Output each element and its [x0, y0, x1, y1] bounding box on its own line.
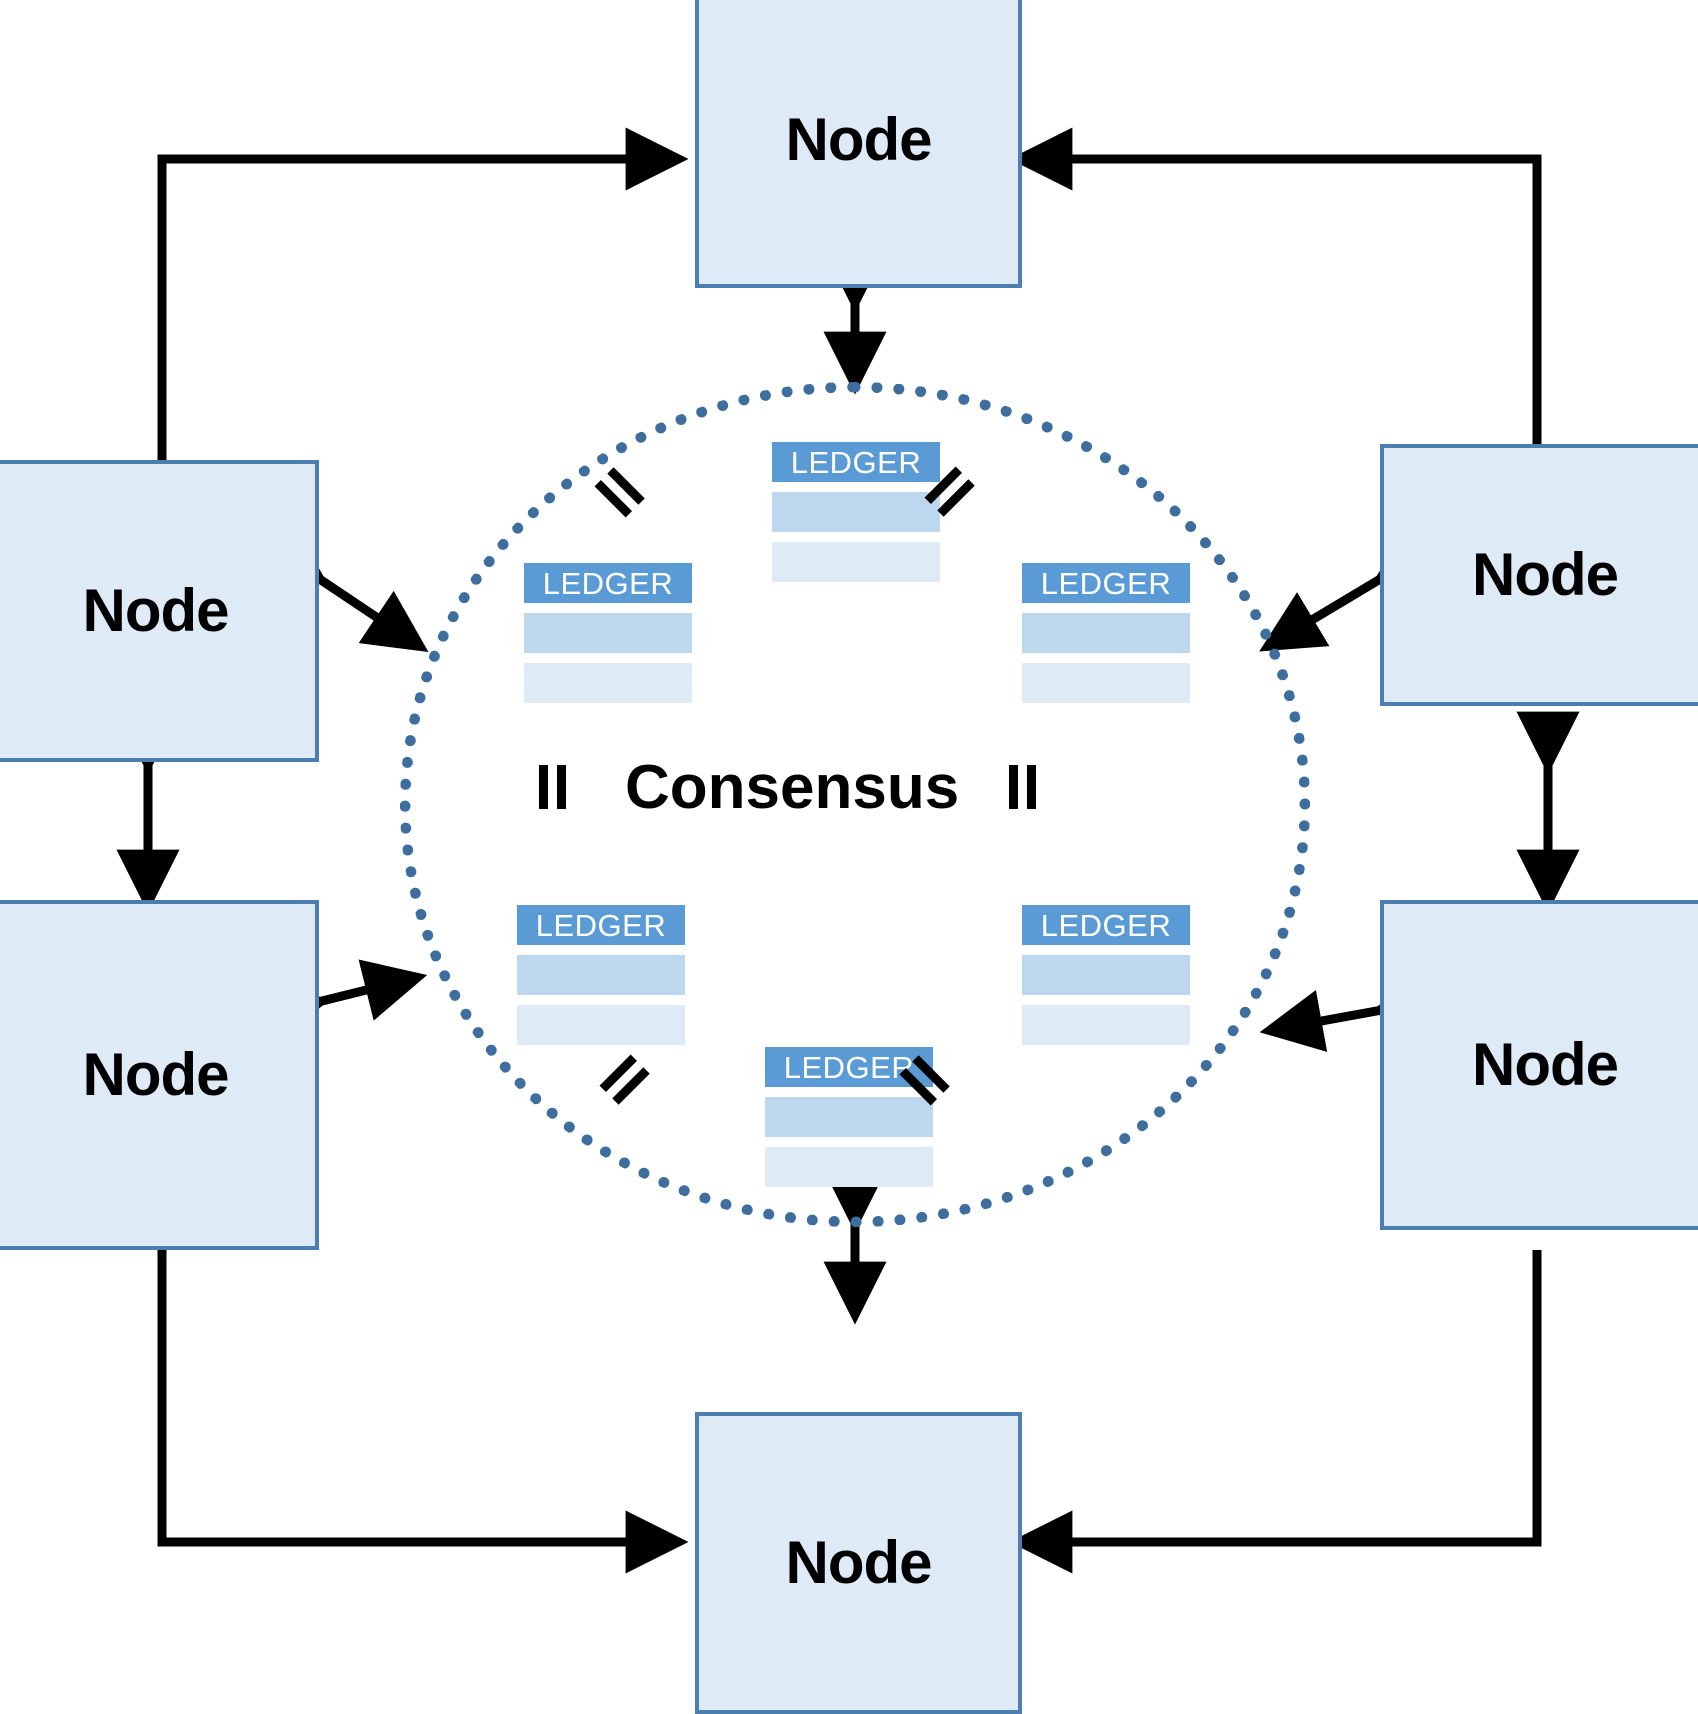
arrow-leftlower-to-bottom [157, 1250, 689, 1574]
ledger-row-2 [1022, 1005, 1190, 1045]
ledger-header-label: LEDGER [1040, 907, 1172, 943]
ledger-row-2 [517, 1005, 685, 1045]
ledger-header-label: LEDGER [535, 907, 667, 943]
ledger-row-2 [772, 542, 940, 582]
arrow-rightlower-to-bottom [1009, 1250, 1542, 1574]
node-box-right-upper[interactable]: Node [1380, 444, 1698, 706]
arrow-rightupper-to-top [1009, 127, 1542, 460]
equals-mark-mid-right-icon [1003, 765, 1043, 809]
ledger-stack-right-lower[interactable]: LEDGER [1022, 905, 1190, 1045]
ledger-stack-left-upper[interactable]: LEDGER [524, 563, 692, 703]
node-box-left-lower[interactable]: Node [0, 900, 319, 1250]
ledger-header: LEDGER [1022, 563, 1190, 603]
arrow-rightupper-to-circle [1259, 525, 1442, 652]
node-label: Node [82, 1041, 230, 1108]
node-box-top[interactable]: Node [695, 0, 1022, 288]
node-label: Node [82, 577, 230, 644]
ledger-stack-right-upper[interactable]: LEDGER [1022, 563, 1190, 703]
ledger-row-1 [524, 613, 692, 653]
ledger-row-1 [1022, 613, 1190, 653]
equals-mark-mid-left-icon [533, 765, 573, 809]
node-label: Node [785, 106, 933, 173]
arrow-leftupper-to-circle [258, 523, 429, 653]
ledger-row-1 [772, 492, 940, 532]
ledger-row-2 [765, 1147, 933, 1187]
node-box-left-upper[interactable]: Node [0, 460, 319, 762]
ledger-header-label: LEDGER [790, 444, 922, 480]
node-box-right-lower[interactable]: Node [1380, 900, 1698, 1230]
ledger-stack-bottom[interactable]: LEDGER [765, 1047, 933, 1187]
ledger-header: LEDGER [517, 905, 685, 945]
ledger-header-label: LEDGER [783, 1049, 915, 1085]
ledger-stack-left-lower[interactable]: LEDGER [517, 905, 685, 1045]
node-label: Node [785, 1529, 933, 1596]
ledger-header: LEDGER [772, 442, 940, 482]
ledger-header: LEDGER [1022, 905, 1190, 945]
consensus-boundary-circle [400, 382, 1310, 1227]
ledger-header-label: LEDGER [542, 565, 674, 601]
node-label: Node [1472, 1031, 1619, 1098]
ledger-row-1 [765, 1097, 933, 1137]
ledger-row-1 [517, 955, 685, 995]
consensus-label: Consensus [625, 753, 960, 822]
ledger-header-label: LEDGER [1040, 565, 1172, 601]
arrow-rightlower-to-circle [1259, 969, 1438, 1052]
ledger-row-2 [524, 663, 692, 703]
node-label: Node [1472, 541, 1619, 608]
ledger-stack-top[interactable]: LEDGER [772, 442, 940, 582]
arrow-leftupper-to-top [157, 127, 689, 460]
ledger-row-2 [1022, 663, 1190, 703]
ledger-header: LEDGER [524, 563, 692, 603]
ledger-row-1 [1022, 955, 1190, 995]
node-box-bottom[interactable]: Node [695, 1412, 1022, 1714]
arrow-leftlower-to-circle [261, 959, 428, 1045]
